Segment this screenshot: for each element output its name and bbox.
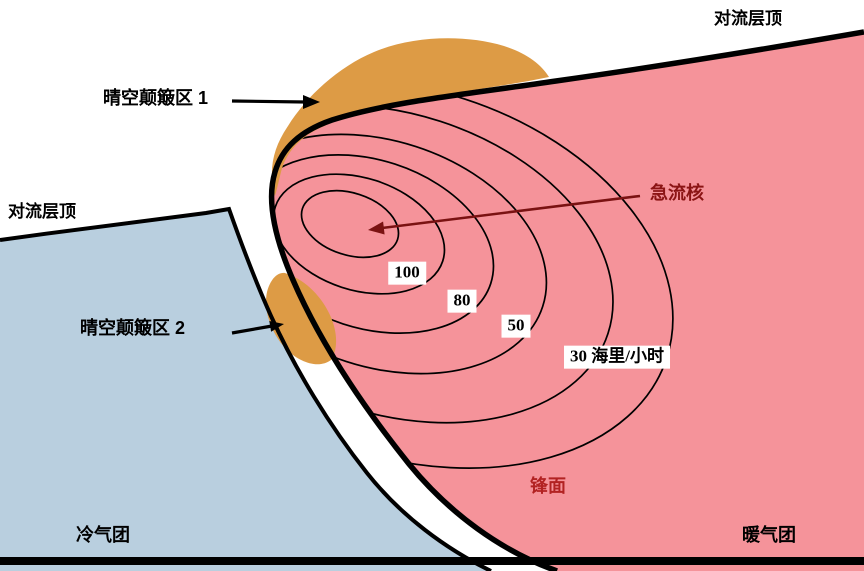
isotach-label-50: 50: [501, 314, 531, 338]
tropopause-front-line: [268, 29, 864, 571]
isotach-contour-80: [271, 154, 495, 334]
jet-core-arrow: [368, 194, 641, 235]
cold-air-region: [0, 209, 491, 571]
isotach-contour-50: [271, 133, 548, 375]
front-label: 锋面: [530, 476, 566, 496]
cat-zone-1-arrow: [231, 95, 320, 109]
isotach-label-80: 80: [447, 289, 477, 313]
isotach-contour-inner: [300, 189, 400, 259]
cold-tropopause-line: [0, 206, 492, 571]
warm-air-mass-label: 暖气团: [742, 525, 796, 545]
cat-zone-2-arrow: [231, 321, 284, 335]
jet-core-label: 急流核: [650, 183, 704, 203]
tropopause-left-label: 对流层顶: [8, 202, 76, 221]
cat-zone-2-label: 晴空颠簸区 2: [80, 318, 186, 338]
warm-air-region: [271, 32, 864, 571]
isotach-label-100: 100: [388, 261, 426, 285]
cat-zone-1-label: 晴空颠簸区 1: [103, 88, 209, 108]
tropopause-right-label: 对流层顶: [714, 9, 782, 28]
turbulence-zone-1-region: [271, 38, 549, 197]
isotach-label-30-unit: 30 海里/小时: [564, 345, 670, 369]
cold-air-mass-label: 冷气团: [76, 525, 130, 545]
isotach-contour-100: [272, 173, 446, 295]
